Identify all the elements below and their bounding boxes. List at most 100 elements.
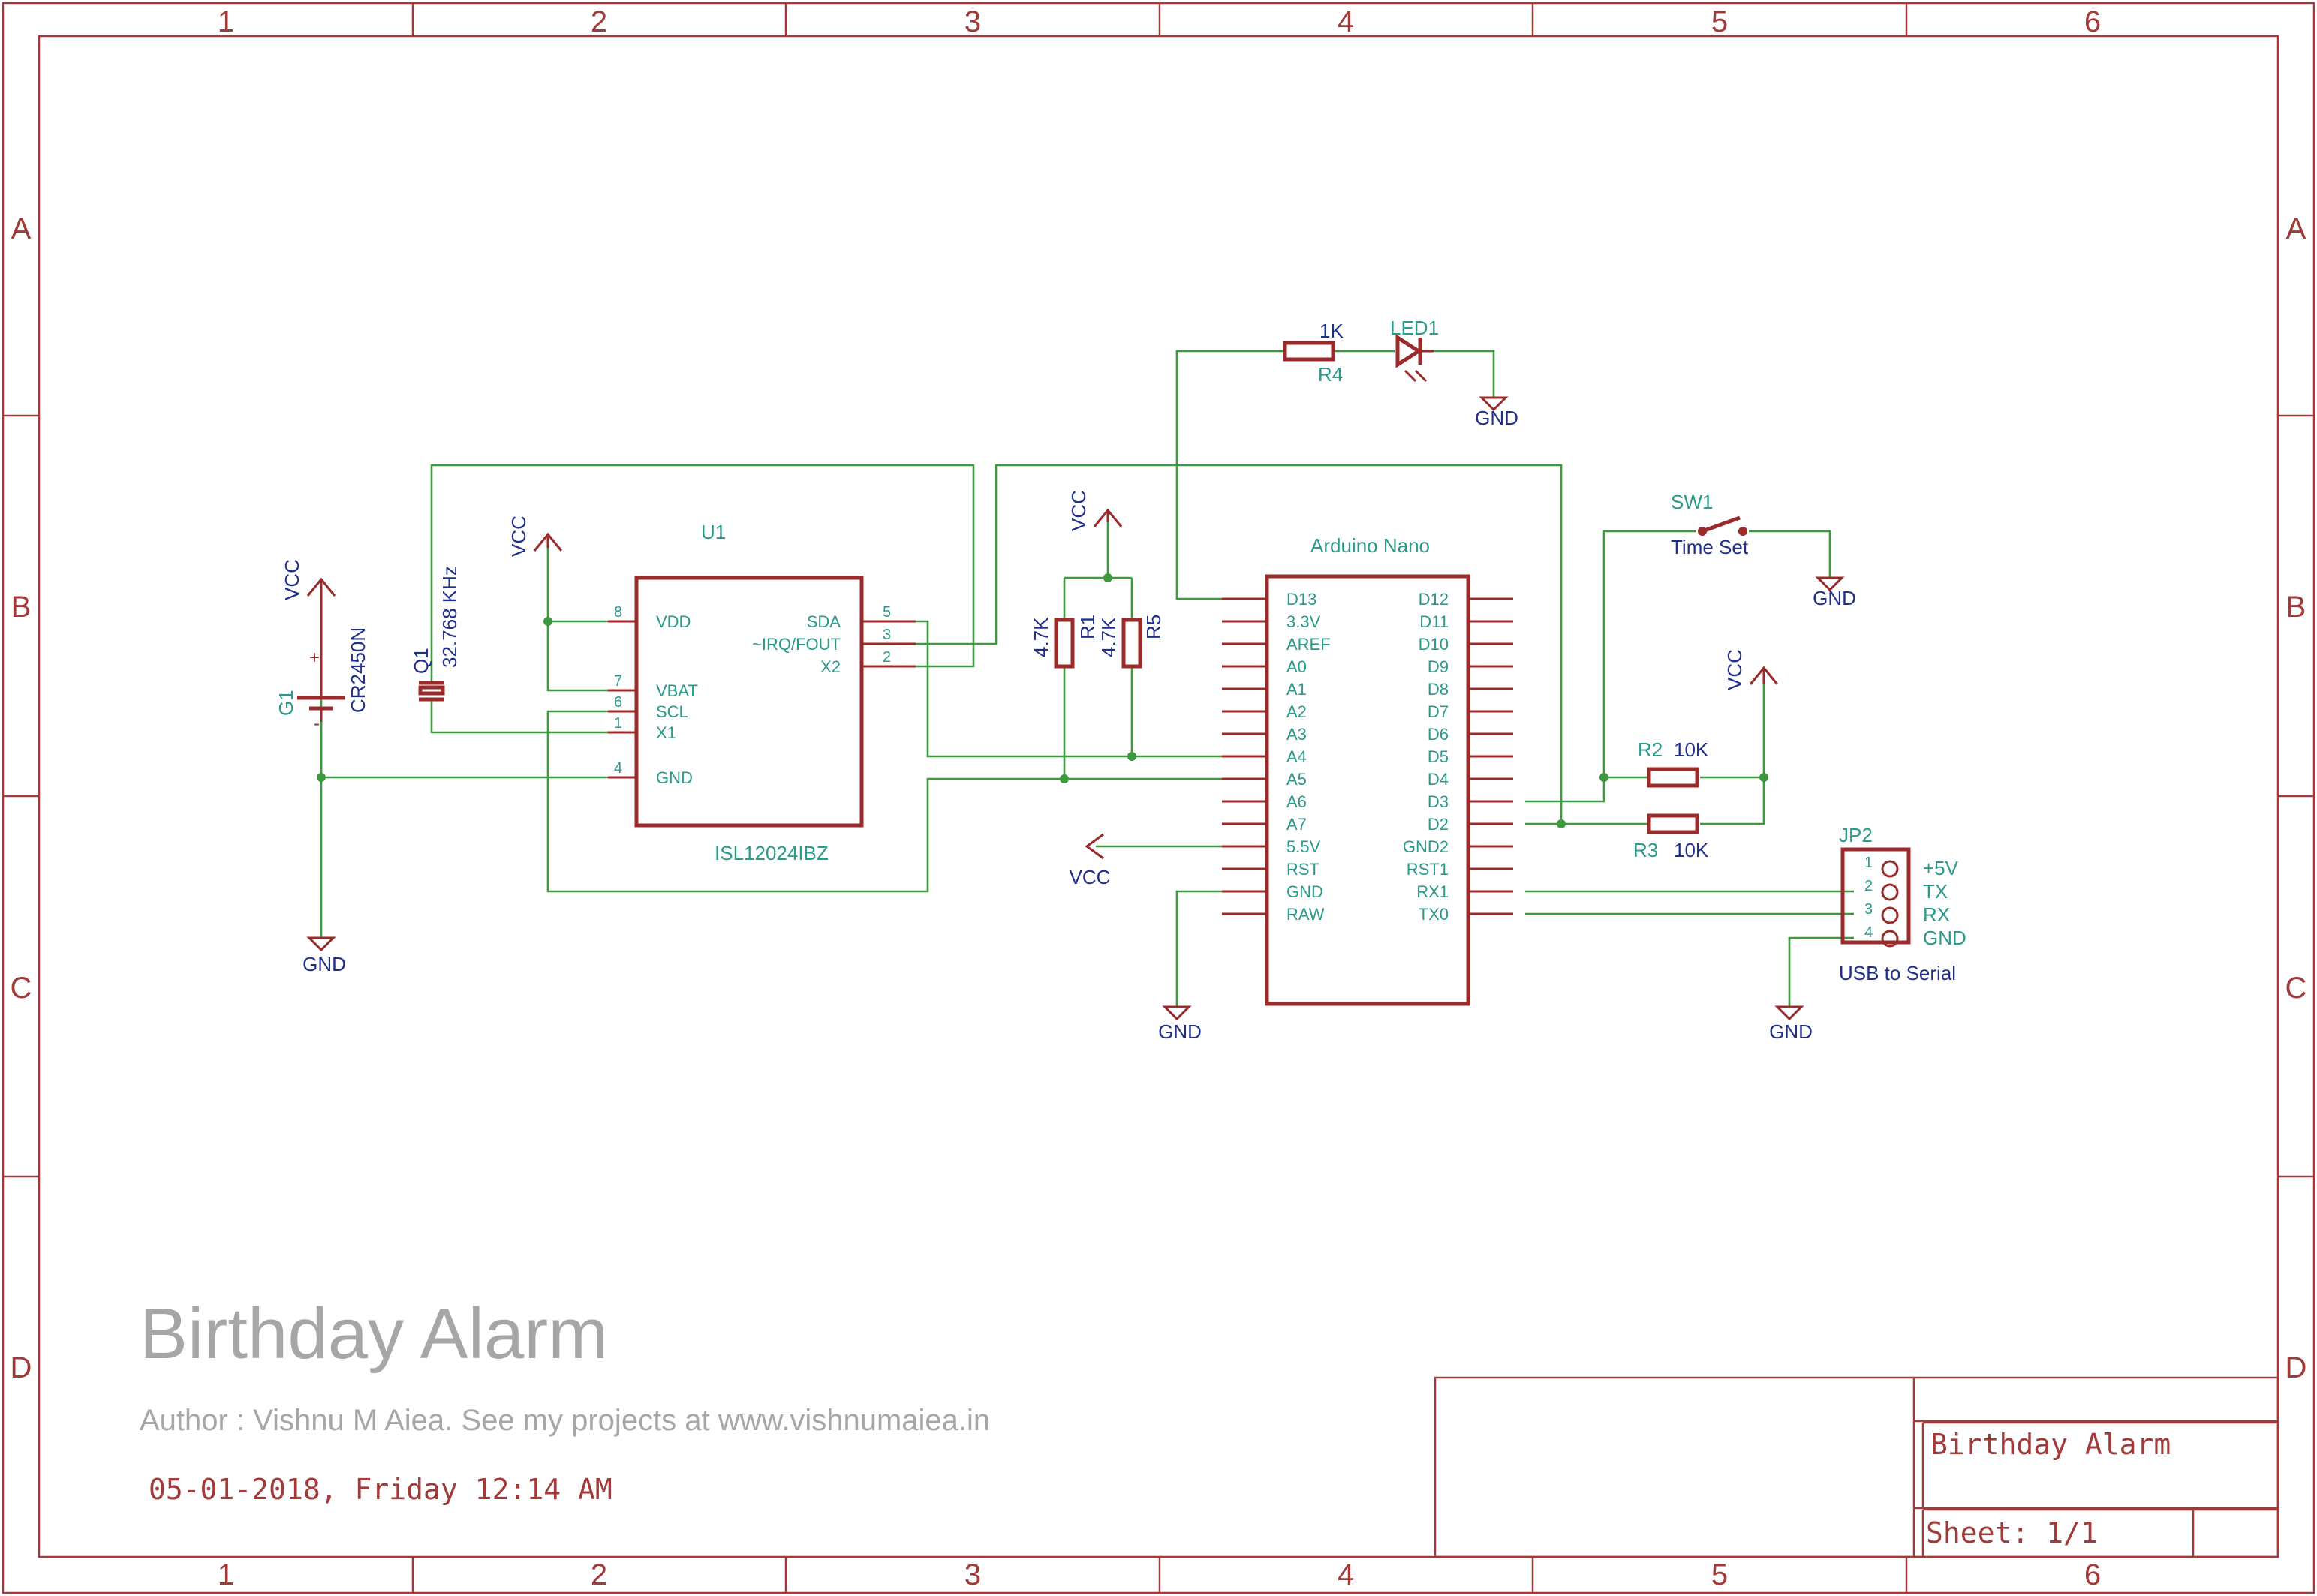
- jp2-pin-label: TX: [1923, 880, 1948, 903]
- nano-pin-label: A3: [1286, 725, 1307, 744]
- svg-text:GND: GND: [1475, 407, 1518, 429]
- nano-pin-label: RAW: [1286, 905, 1325, 924]
- svg-text:VCC: VCC: [507, 515, 530, 557]
- svg-text:R3: R3: [1633, 839, 1658, 861]
- resistor-r1: 4.7K R1: [1030, 615, 1099, 669]
- u1-ref: U1: [701, 521, 726, 543]
- title-block-title: Birthday Alarm: [1930, 1428, 2171, 1461]
- svg-text:X1: X1: [656, 723, 676, 742]
- g1-ref: G1: [275, 690, 297, 716]
- nano-pin-label: D4: [1428, 770, 1449, 789]
- gnd-symbol-led: GND: [1475, 396, 1518, 429]
- svg-text:R5: R5: [1142, 615, 1165, 639]
- column-label: 6: [2084, 1558, 2101, 1591]
- vcc-symbol-nano: VCC: [1070, 833, 1110, 888]
- svg-text:4.7K: 4.7K: [1097, 617, 1120, 657]
- svg-text:10K: 10K: [1674, 738, 1709, 761]
- crystal-q1: Q1 32.768 KHz: [410, 566, 461, 702]
- svg-text:Time Set: Time Set: [1671, 536, 1749, 558]
- gnd-symbol-battery: GND: [302, 936, 346, 975]
- svg-text:VCC: VCC: [281, 559, 303, 600]
- svg-text:SCL: SCL: [656, 702, 688, 721]
- nano-pin-label: D12: [1419, 590, 1449, 609]
- column-label: 2: [591, 1558, 607, 1591]
- nano-pin-label: D5: [1428, 747, 1449, 766]
- nano-pin-label: 5.5V: [1286, 837, 1321, 856]
- junctions: [317, 573, 1768, 828]
- svg-text:10K: 10K: [1674, 839, 1709, 861]
- nano-pin-label: A6: [1286, 792, 1307, 811]
- column-label: 6: [2084, 5, 2101, 38]
- drawing-title: Birthday Alarm: [140, 1294, 608, 1374]
- title-block: Birthday Alarm Sheet: 1/1: [1434, 1376, 2279, 1558]
- nano-pin-label: A4: [1286, 747, 1307, 766]
- nano-pin-label: AREF: [1286, 635, 1331, 654]
- svg-text:USB to Serial: USB to Serial: [1839, 962, 1956, 984]
- row-label: B: [2286, 591, 2306, 624]
- nano-pin-label: A0: [1286, 657, 1307, 676]
- svg-text:8: 8: [614, 604, 622, 621]
- nano-pin-label: A7: [1286, 815, 1307, 834]
- svg-text:1K: 1K: [1319, 320, 1344, 342]
- svg-text:VCC: VCC: [1723, 649, 1746, 690]
- svg-text:GND: GND: [1769, 1020, 1813, 1043]
- nano-pin-label: D9: [1428, 657, 1449, 676]
- nano-pin-label: D13: [1286, 590, 1316, 609]
- nano-pin-label: A5: [1286, 770, 1307, 789]
- nano-pin-label: TX0: [1419, 905, 1449, 924]
- row-label: A: [11, 212, 32, 245]
- jp2-pin-label: +5V: [1923, 857, 1959, 879]
- nano-pin-label: RX1: [1416, 882, 1449, 901]
- svg-text:7: 7: [614, 673, 622, 690]
- svg-text:VBAT: VBAT: [656, 681, 698, 700]
- svg-text:LED1: LED1: [1390, 317, 1439, 339]
- jp2-pin-number: 4: [1864, 924, 1873, 941]
- nano-pin-label: RST1: [1407, 860, 1449, 879]
- jp2-pin-number: 2: [1864, 878, 1873, 894]
- switch-sw1: SW1 Time Set: [1671, 491, 1749, 558]
- svg-text:+: +: [309, 648, 320, 668]
- row-label: C: [2285, 972, 2307, 1005]
- nano-pin-label: D7: [1428, 702, 1449, 721]
- svg-text:4: 4: [614, 760, 622, 777]
- jp2-pin-label: RX: [1923, 903, 1950, 926]
- row-label: D: [11, 1351, 32, 1384]
- vcc-symbol-resistors: VCC: [1723, 649, 1779, 690]
- column-label: 3: [964, 5, 981, 38]
- led-led1: LED1: [1390, 317, 1439, 383]
- g1-value: CR2450N: [347, 627, 369, 713]
- nano-pin-label: D6: [1428, 725, 1449, 744]
- row-label: D: [2285, 1351, 2307, 1384]
- author-line: Author : Vishnu M Aiea. See my projects …: [140, 1404, 990, 1437]
- column-label: 1: [218, 5, 234, 38]
- column-label: 5: [1711, 1558, 1728, 1591]
- jp2-pin-number: 3: [1864, 901, 1873, 918]
- vcc-symbol-pullup: VCC: [1067, 490, 1123, 531]
- column-label: 3: [964, 1558, 981, 1591]
- date-stamp: 05-01-2018, Friday 12:14 AM: [149, 1473, 612, 1506]
- column-label: 4: [1338, 1558, 1354, 1591]
- svg-text:R1: R1: [1076, 615, 1099, 639]
- row-label: C: [11, 972, 32, 1005]
- column-label: 5: [1711, 5, 1728, 38]
- q1-ref: Q1: [410, 648, 432, 674]
- svg-text:VDD: VDD: [656, 612, 691, 631]
- nano-pin-label: D2: [1428, 815, 1449, 834]
- gnd-symbol-nano: GND: [1158, 1005, 1202, 1043]
- column-label: 4: [1338, 5, 1354, 38]
- nano-pin-label: 3.3V: [1286, 612, 1321, 631]
- q1-value: 32.768 KHz: [438, 566, 461, 668]
- nano-pin-label: GND2: [1403, 837, 1449, 856]
- svg-text:6: 6: [614, 694, 622, 711]
- jp2-pin: [1881, 930, 1899, 948]
- u1-value: ISL12024IBZ: [715, 842, 829, 864]
- column-label: 1: [218, 1558, 234, 1591]
- svg-text:1: 1: [614, 715, 622, 732]
- svg-text:4.7K: 4.7K: [1030, 617, 1052, 657]
- nano-pin-label: D10: [1419, 635, 1449, 654]
- svg-text:VCC: VCC: [1067, 490, 1090, 531]
- jp2-pin-number: 1: [1864, 855, 1873, 871]
